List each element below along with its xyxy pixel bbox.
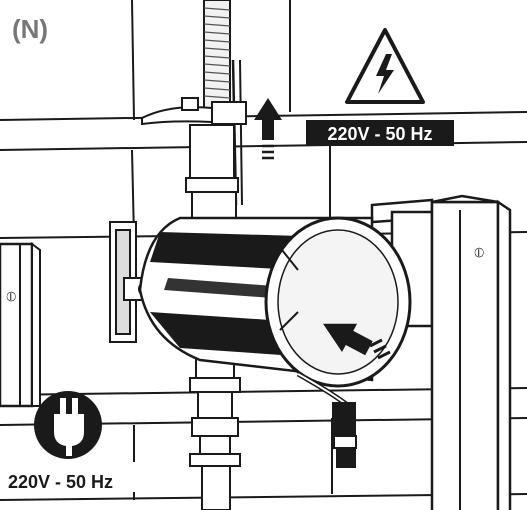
mounting-clamp <box>141 97 247 219</box>
power-plug-icon <box>54 398 84 456</box>
voltage-label-top: 220V - 50 Hz <box>327 124 432 144</box>
side-bracket <box>109 221 165 343</box>
frame-mark-left: ⦶ <box>5 289 16 305</box>
arrow-up-icon <box>254 98 282 160</box>
pipe-assembly <box>189 349 241 510</box>
voltage-label-bottom: 220V - 50 Hz <box>8 472 113 492</box>
power-cable <box>296 371 357 468</box>
high-voltage-warning-icon <box>345 28 425 104</box>
frame-mark-right: ⦶ <box>473 245 484 261</box>
pump-housing <box>138 216 412 388</box>
voltage-badge-top: 220V - 50 Hz <box>306 120 454 146</box>
figure-label-bg <box>8 10 64 44</box>
arrow-left-icon <box>323 323 391 360</box>
left-frame-post <box>0 242 41 408</box>
plug-badge: 220V - 50 Hz <box>0 391 142 492</box>
figure-label: (N) <box>12 14 48 44</box>
right-frame-post <box>370 194 512 510</box>
